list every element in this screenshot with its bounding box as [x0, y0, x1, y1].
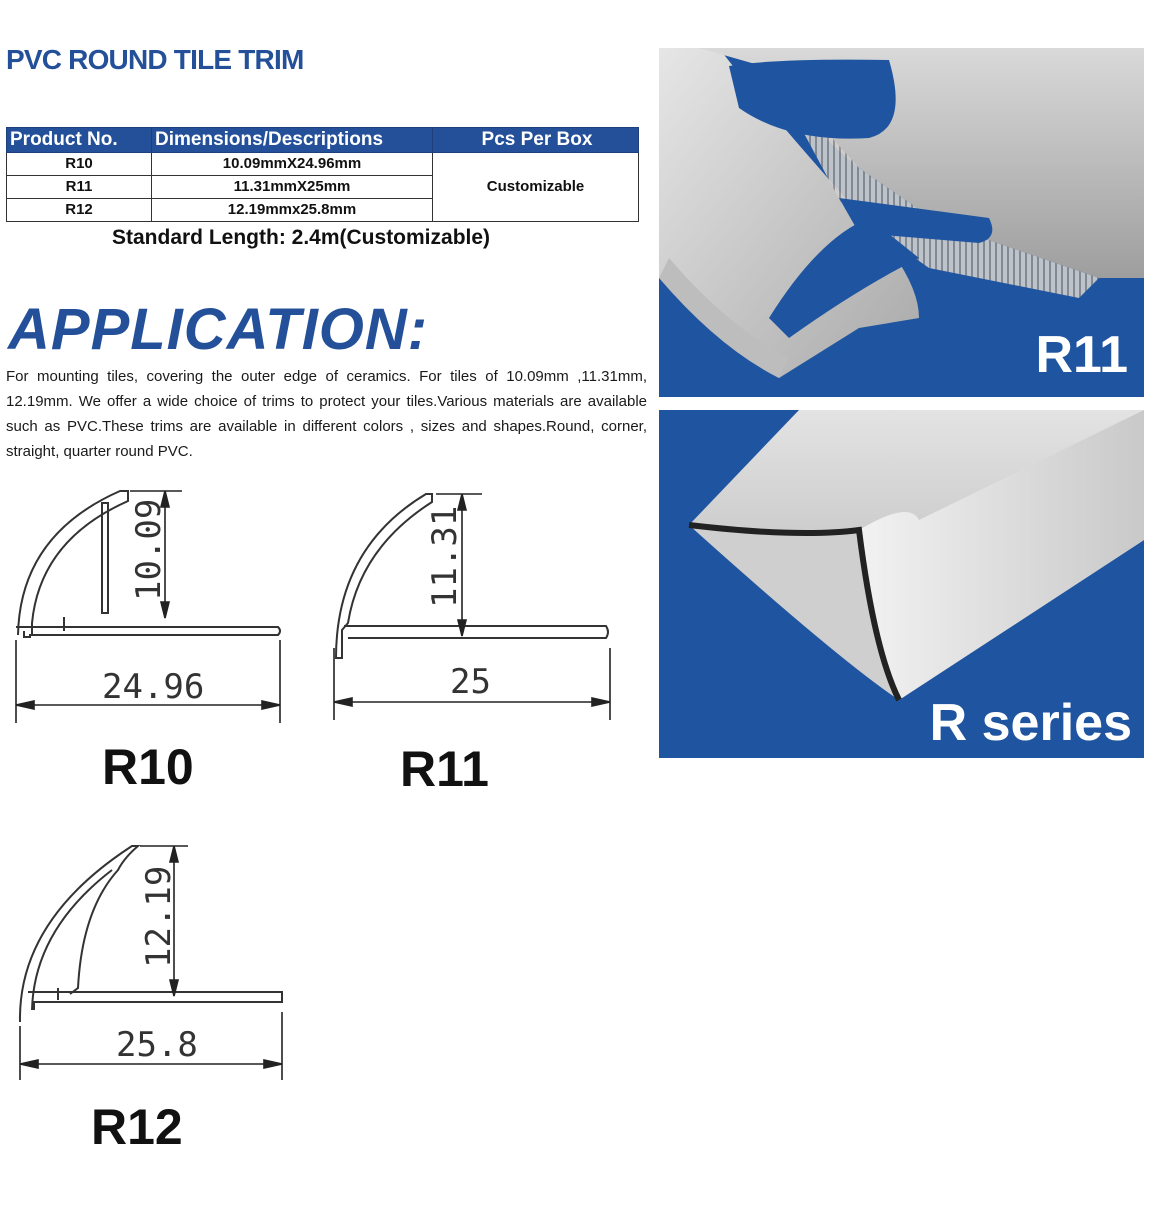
r11-photo-caption: R11 [1035, 326, 1128, 384]
table-row: R12 12.19mmx25.8mm [6, 198, 639, 222]
r10-profile-drawing: 10.09 24.96 [10, 485, 290, 725]
table-header-row: Product No. Dimensions/Descriptions Pcs … [6, 127, 639, 153]
r10-profile-svg: 10.09 24.96 [15, 490, 281, 723]
r10-profile-arc [17, 490, 129, 636]
r11-trim-illustration [659, 48, 1144, 378]
r10-profile-web [101, 502, 109, 614]
application-text: For mounting tiles, covering the outer e… [6, 368, 647, 460]
r12-height-dim: 12.19 [139, 866, 179, 968]
application-heading: APPLICATION: [8, 297, 429, 362]
header-dimensions: Dimensions/Descriptions [151, 127, 433, 153]
r-series-product-photo: R series [659, 410, 1144, 758]
r10-width-dim: 24.96 [102, 667, 204, 707]
dimensions-cell: 10.09mmX24.96mm [151, 152, 433, 176]
r12-profile-flange [28, 991, 283, 1010]
r12-profile-svg: 12.19 25.8 [18, 845, 283, 1080]
r12-profile-outer [18, 845, 141, 1023]
r11-profile-svg: 11.31 25 [333, 493, 611, 720]
r10-label: R10 [102, 739, 194, 795]
r10-profile-flange [16, 626, 281, 638]
r12-profile-drawing: 12.19 25.8 [14, 840, 286, 1085]
r11-height-dim: 11.31 [425, 506, 465, 608]
r-series-trim-illustration [688, 410, 1144, 702]
header-pcs-per-box: Pcs Per Box [432, 127, 639, 153]
r12-label: R12 [91, 1099, 183, 1155]
r10-height-dim: 10.09 [129, 499, 169, 601]
dimensions-cell: 11.31mmX25mm [151, 175, 433, 199]
dimensions-cell: 12.19mmx25.8mm [151, 198, 433, 222]
r11-product-photo: R11 [659, 48, 1144, 397]
header-product-no: Product No. [6, 127, 152, 153]
r11-profile-arc [334, 493, 433, 659]
r-series-photo-caption: R series [929, 694, 1132, 752]
product-cell: R10 [6, 152, 152, 176]
pcs-per-box-cell: Customizable [432, 152, 639, 222]
product-cell: R11 [6, 175, 152, 199]
table-row: R11 11.31mmX25mm [6, 175, 639, 199]
standard-length: Standard Length: 2.4m(Customizable) [112, 226, 491, 249]
spec-table: Product No. Dimensions/Descriptions Pcs … [6, 127, 639, 222]
r11-label: R11 [400, 741, 489, 797]
table-row: R10 10.09mmX24.96mm Customizable [6, 152, 639, 222]
r12-width-dim: 25.8 [116, 1025, 198, 1065]
r12-profile-inner [31, 869, 113, 1011]
page-title: PVC ROUND TILE TRIM [6, 44, 304, 75]
r11-width-dim: 25 [450, 662, 491, 702]
r11-profile-flange [344, 625, 609, 639]
r11-profile-drawing: 11.31 25 [330, 488, 612, 728]
product-cell: R12 [6, 198, 152, 222]
